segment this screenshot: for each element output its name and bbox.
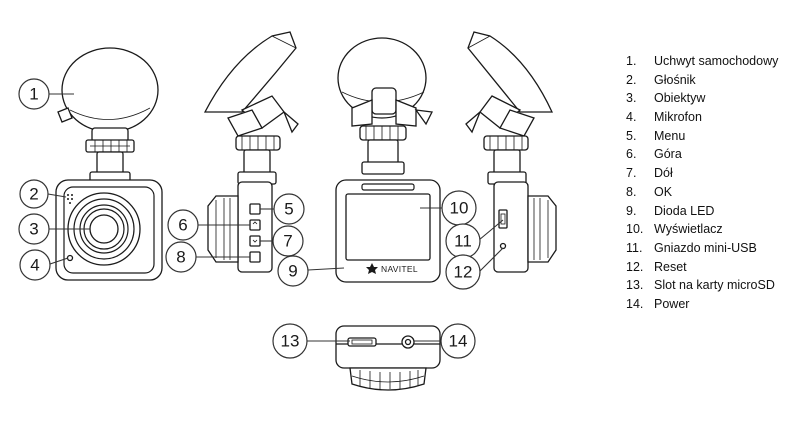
legend-item: 12.Reset (626, 259, 687, 274)
svg-text:9: 9 (288, 262, 297, 281)
callout-13: 13 (272, 323, 308, 359)
legend-item: 7.Dół (626, 166, 673, 181)
legend-item: 14.Power (626, 296, 690, 311)
svg-text:7: 7 (283, 232, 292, 251)
parts-legend: 1.Uchwyt samochodowy 2.Głośnik 3.Obiekty… (626, 52, 778, 314)
legend-item: 9.Dioda LED (626, 203, 715, 218)
callout-3: 3 (18, 213, 50, 245)
svg-text:12: 12 (454, 263, 473, 282)
svg-text:13: 13 (281, 332, 300, 351)
callout-6: 6 (167, 209, 199, 241)
bottom-view (335, 325, 441, 391)
svg-text:8: 8 (176, 248, 185, 267)
callout-7: 7 (272, 225, 304, 257)
svg-text:4: 4 (30, 256, 39, 275)
callout-lines (47, 93, 504, 342)
side-view-ports (465, 31, 557, 273)
callout-10: 10 (441, 190, 477, 226)
svg-text:6: 6 (178, 216, 187, 235)
callout-1: 1 (18, 78, 50, 110)
legend-item: 10.Wyświetlacz (626, 222, 723, 237)
legend-item: 6.Góra (626, 147, 682, 162)
svg-text:5: 5 (284, 200, 293, 219)
svg-text:10: 10 (450, 199, 469, 218)
legend-item: 13.Slot na karty microSD (626, 278, 775, 293)
callout-9: 9 (277, 255, 309, 287)
svg-text:1: 1 (29, 85, 38, 104)
legend-item: 4.Mikrofon (626, 110, 702, 125)
legend-item: 3.Obiektyw (626, 91, 706, 106)
legend-item: 11.Gniazdo mini-USB (626, 240, 757, 255)
legend-item: 8.OK (626, 184, 673, 199)
navitel-logo: NAVITEL (366, 263, 418, 274)
speaker-grille (67, 194, 73, 204)
callout-5: 5 (273, 193, 305, 225)
callout-14: 14 (440, 323, 476, 359)
brand-label: NAVITEL (381, 264, 418, 274)
front-view (55, 47, 163, 281)
callout-2: 2 (19, 179, 49, 209)
callout-11: 11 (445, 223, 481, 259)
callout-12: 12 (445, 254, 481, 290)
callout-4: 4 (19, 249, 51, 281)
legend-item: 5.Menu (626, 128, 686, 143)
svg-text:14: 14 (449, 332, 468, 351)
back-view: NAVITEL (335, 37, 441, 283)
svg-text:2: 2 (29, 185, 38, 204)
side-view-buttons (203, 31, 299, 273)
svg-text:11: 11 (454, 232, 472, 251)
callout-8: 8 (165, 241, 197, 273)
svg-text:3: 3 (29, 220, 38, 239)
legend-item: 2.Głośnik (626, 72, 696, 87)
legend-item: 1.Uchwyt samochodowy (626, 54, 779, 68)
